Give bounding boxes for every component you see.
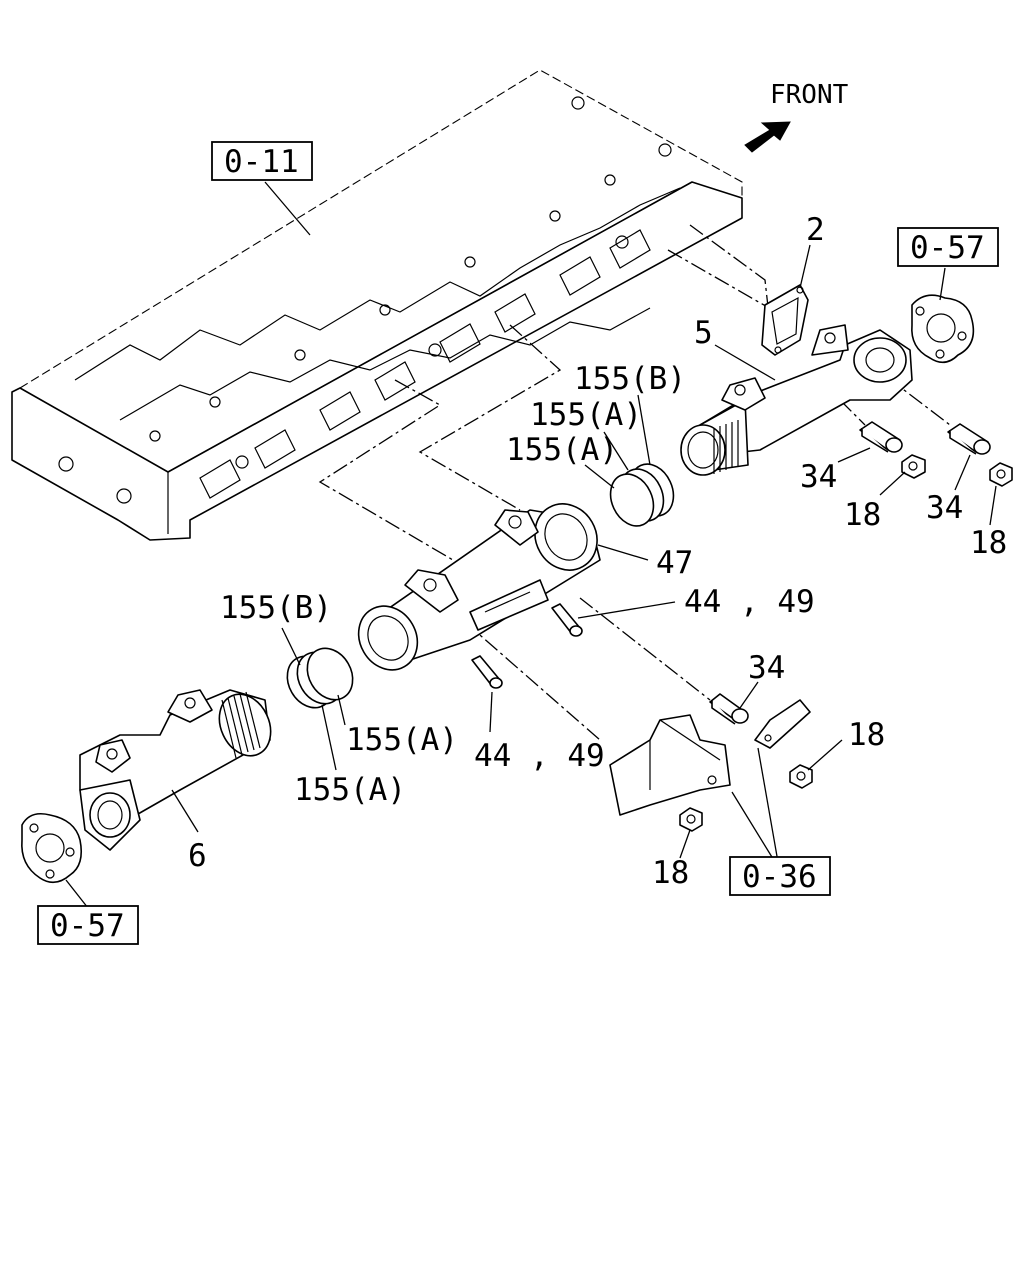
- front-label: FRONT: [770, 80, 849, 110]
- spacers-34-upper: [859, 421, 991, 455]
- callout-34-c: 34: [748, 650, 785, 686]
- ref-label-0-36: 0-36: [742, 859, 817, 895]
- callout-18-b: 18: [970, 525, 1007, 561]
- gasket-2: [761, 284, 809, 356]
- exhaust-pipe-5: [680, 324, 913, 476]
- ref-label-0-11: 0-11: [224, 144, 299, 180]
- callout-18-c: 18: [848, 717, 885, 753]
- callout-6: 6: [188, 838, 207, 874]
- gasket-0-57-right: [911, 294, 975, 364]
- ref-label-0-57-right: 0-57: [910, 230, 985, 266]
- callout-155b-lower: 155(B): [220, 590, 332, 626]
- ref-box-0-11: 0-11: [211, 141, 313, 181]
- gasket-0-57-left: [21, 812, 83, 884]
- cylinder-head: [11, 69, 743, 541]
- callout-47: 47: [656, 545, 693, 581]
- callout-155a-upper-2: 155(A): [506, 432, 618, 468]
- front-direction-arrow: [744, 121, 791, 153]
- callout-18-a: 18: [844, 497, 881, 533]
- callouts: 2 5 155(B) 155(A) 155(A) 34 18 34 18 47 …: [188, 212, 1007, 891]
- seal-rings-155-lower: [286, 647, 354, 709]
- callout-34-a: 34: [800, 459, 837, 495]
- ref-box-0-57-left: 0-57: [37, 905, 139, 945]
- exhaust-pipe-47: [357, 503, 601, 671]
- callout-18-d: 18: [652, 855, 689, 891]
- bracket-assembly-0-36: [609, 693, 813, 832]
- ref-box-0-36: 0-36: [729, 856, 831, 896]
- callout-155b-upper: 155(B): [574, 361, 686, 397]
- seal-rings-155-upper: [609, 463, 675, 527]
- callout-44-49-lower: 44 , 49: [474, 738, 605, 774]
- ref-label-0-57-left: 0-57: [50, 908, 125, 944]
- callout-155a-lower-2: 155(A): [294, 772, 406, 808]
- callout-2: 2: [806, 212, 825, 248]
- leader-lines: [65, 181, 997, 909]
- exhaust-pipe-6: [79, 689, 272, 851]
- ref-box-0-57-right: 0-57: [897, 227, 999, 267]
- studs-44-49: [471, 603, 583, 689]
- callout-5: 5: [694, 315, 713, 351]
- callout-155a-lower-1: 155(A): [346, 722, 458, 758]
- nuts-18-upper: [901, 454, 1013, 487]
- callout-44-49-upper: 44 , 49: [684, 584, 815, 620]
- callout-155a-upper-1: 155(A): [530, 397, 642, 433]
- callout-34-b: 34: [926, 490, 963, 526]
